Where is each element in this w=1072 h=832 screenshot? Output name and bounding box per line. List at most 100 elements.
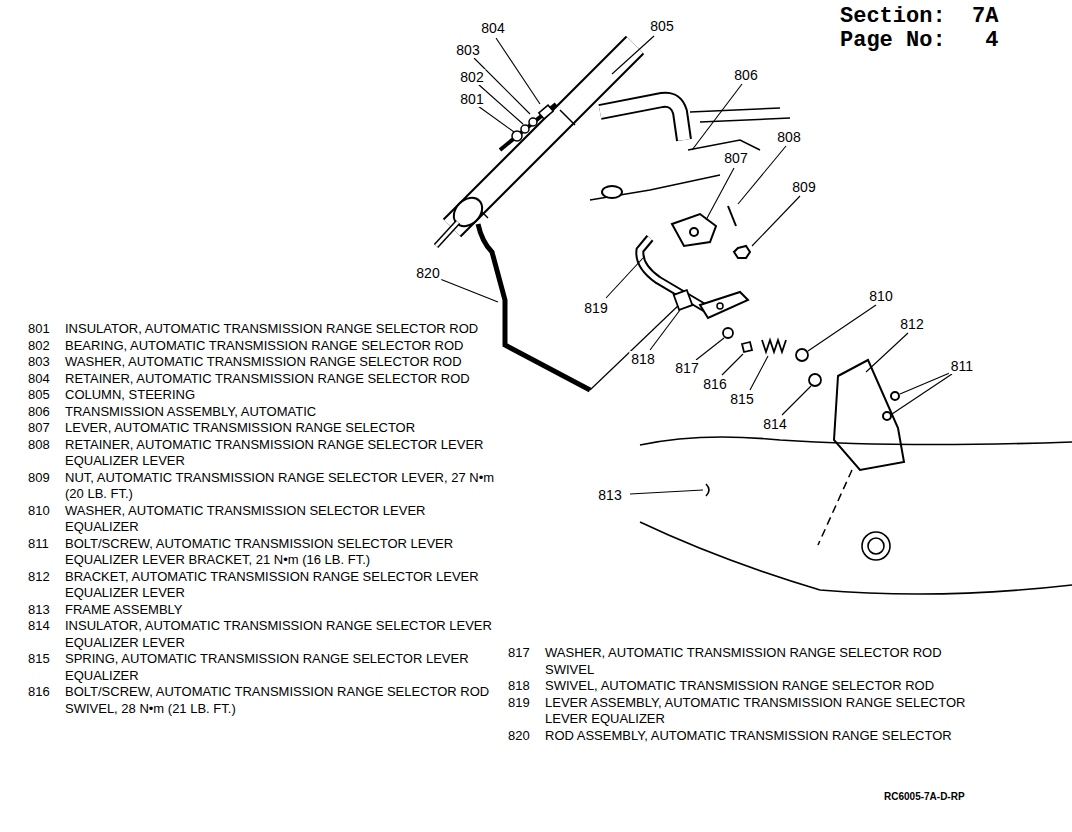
- frame-assembly-part: [868, 538, 884, 554]
- part-description: INSULATOR, AUTOMATIC TRANSMISSION RANGE …: [65, 321, 500, 338]
- part-description: BOLT/SCREW, AUTOMATIC TRANSMISSION RANGE…: [65, 684, 500, 717]
- part-description: RETAINER, AUTOMATIC TRANSMISSION RANGE S…: [65, 437, 500, 470]
- transmission-assembly-part: [600, 100, 684, 140]
- callout-number: 812: [898, 316, 925, 332]
- steering-column-part: [436, 222, 458, 246]
- part-number: 818: [508, 678, 545, 695]
- leader-lines-part: [440, 279, 498, 302]
- callout-number: 811: [949, 358, 975, 374]
- frame-assembly-part: [862, 532, 890, 560]
- leader-lines-part: [696, 338, 724, 360]
- callout-number: 816: [701, 376, 728, 392]
- leader-lines-part: [782, 386, 811, 415]
- range-selector-lever-part: [734, 246, 750, 258]
- parts-list-column: 801INSULATOR, AUTOMATIC TRANSMISSION RAN…: [28, 321, 500, 717]
- parts-list-row: 817WASHER, AUTOMATIC TRANSMISSION RANGE …: [508, 645, 978, 678]
- callout-number: 807: [722, 150, 749, 166]
- page-header: Section: 7A: [840, 4, 998, 30]
- transmission-assembly-part: [690, 108, 780, 112]
- parts-list-row: 814INSULATOR, AUTOMATIC TRANSMISSION RAN…: [28, 618, 500, 651]
- leader-lines-part: [892, 374, 952, 414]
- part-description: WASHER, AUTOMATIC TRANSMISSION RANGE SEL…: [545, 645, 978, 678]
- part-number: 812: [28, 569, 65, 602]
- transmission-assembly-part: [600, 100, 684, 140]
- part-description: SPRING, AUTOMATIC TRANSMISSION RANGE SEL…: [65, 651, 500, 684]
- selector-rod-parts-part: [529, 118, 537, 126]
- part-number: 803: [28, 354, 65, 371]
- equalizer-lever: [640, 238, 748, 318]
- part-description: TRANSMISSION ASSEMBLY, AUTOMATIC: [65, 404, 500, 421]
- parts-list-row: 807LEVER, AUTOMATIC TRANSMISSION RANGE S…: [28, 420, 500, 437]
- selector-rod-parts-part: [539, 105, 553, 119]
- leader-lines-part: [606, 258, 643, 298]
- parts-list-row: 805COLUMN, STEERING: [28, 387, 500, 404]
- equalizer-lever-part: [717, 303, 723, 309]
- selector-rod-parts-part: [521, 125, 529, 133]
- part-description: LEVER, AUTOMATIC TRANSMISSION RANGE SELE…: [65, 420, 500, 437]
- swivel-and-spring-part: [723, 328, 733, 338]
- equalizer-lever-part: [640, 238, 712, 312]
- part-number: 808: [28, 437, 65, 470]
- part-description: INSULATOR, AUTOMATIC TRANSMISSION RANGE …: [65, 618, 500, 651]
- part-number: 801: [28, 321, 65, 338]
- figure-code: RC6005-7A-D-RP: [884, 791, 965, 802]
- parts-list-row: 808RETAINER, AUTOMATIC TRANSMISSION RANG…: [28, 437, 500, 470]
- part-description: RETAINER, AUTOMATIC TRANSMISSION RANGE S…: [65, 371, 500, 388]
- swivel-and-spring: [674, 290, 821, 386]
- frame-assembly-part: [640, 522, 1072, 594]
- steering-column: [436, 45, 635, 246]
- part-number: 820: [508, 728, 545, 745]
- callout-number: 804: [479, 20, 506, 36]
- callout-number: 808: [775, 129, 802, 145]
- parts-list-row: 819LEVER ASSEMBLY, AUTOMATIC TRANSMISSIO…: [508, 695, 978, 728]
- parts-list-row: 812BRACKET, AUTOMATIC TRANSMISSION RANGE…: [28, 569, 500, 602]
- part-number: 811: [28, 536, 65, 569]
- callout-number: 801: [458, 91, 485, 107]
- leader-lines-part: [866, 333, 908, 372]
- frame-assembly-part: [706, 484, 709, 496]
- parts-list-column: 817WASHER, AUTOMATIC TRANSMISSION RANGE …: [508, 645, 978, 744]
- parts-list-row: 811BOLT/SCREW, AUTOMATIC TRANSMISSION SE…: [28, 536, 500, 569]
- parts-list-row: 801INSULATOR, AUTOMATIC TRANSMISSION RAN…: [28, 321, 500, 338]
- swivel-and-spring-part: [809, 374, 821, 386]
- callout-number: 803: [454, 42, 481, 58]
- swivel-and-spring-part: [742, 342, 752, 352]
- callout-number: 805: [648, 18, 675, 34]
- part-number: 816: [28, 684, 65, 717]
- part-description: COLUMN, STEERING: [65, 387, 500, 404]
- part-number: 819: [508, 695, 545, 728]
- parts-list-row: 806TRANSMISSION ASSEMBLY, AUTOMATIC: [28, 404, 500, 421]
- leader-lines: [440, 36, 952, 494]
- page-header: Page No: 4: [840, 28, 998, 54]
- equalizer-bracket-part: [891, 392, 899, 400]
- transmission-assembly-part: [602, 186, 622, 198]
- leader-lines-part: [630, 490, 703, 494]
- leader-lines-part: [692, 84, 742, 150]
- parts-list-row: 810WASHER, AUTOMATIC TRANSMISSION SELECT…: [28, 503, 500, 536]
- part-number: 805: [28, 387, 65, 404]
- callout-number: 820: [414, 265, 441, 281]
- part-description: ROD ASSEMBLY, AUTOMATIC TRANSMISSION RAN…: [545, 728, 978, 745]
- part-number: 804: [28, 371, 65, 388]
- equalizer-lever-part: [700, 292, 748, 318]
- callout-number: 810: [867, 288, 894, 304]
- part-description: LEVER ASSEMBLY, AUTOMATIC TRANSMISSION R…: [545, 695, 978, 728]
- callout-number: 817: [673, 360, 700, 376]
- part-number: 802: [28, 338, 65, 355]
- part-number: 807: [28, 420, 65, 437]
- transmission-assembly: [590, 100, 790, 200]
- selector-rod-parts-part: [512, 131, 522, 141]
- callout-number: 815: [728, 391, 755, 407]
- part-number: 806: [28, 404, 65, 421]
- equalizer-bracket-part: [834, 360, 904, 470]
- callout-number: 818: [629, 351, 656, 367]
- parts-list-row: 815SPRING, AUTOMATIC TRANSMISSION RANGE …: [28, 651, 500, 684]
- leader-lines-part: [612, 36, 654, 74]
- part-description: SWIVEL, AUTOMATIC TRANSMISSION RANGE SEL…: [545, 678, 978, 695]
- callout-number: 814: [761, 416, 788, 432]
- parts-list-row: 802BEARING, AUTOMATIC TRANSMISSION RANGE…: [28, 338, 500, 355]
- leader-lines-part: [752, 196, 800, 246]
- leader-lines-part: [808, 305, 876, 351]
- parts-list-row: 816BOLT/SCREW, AUTOMATIC TRANSMISSION RA…: [28, 684, 500, 717]
